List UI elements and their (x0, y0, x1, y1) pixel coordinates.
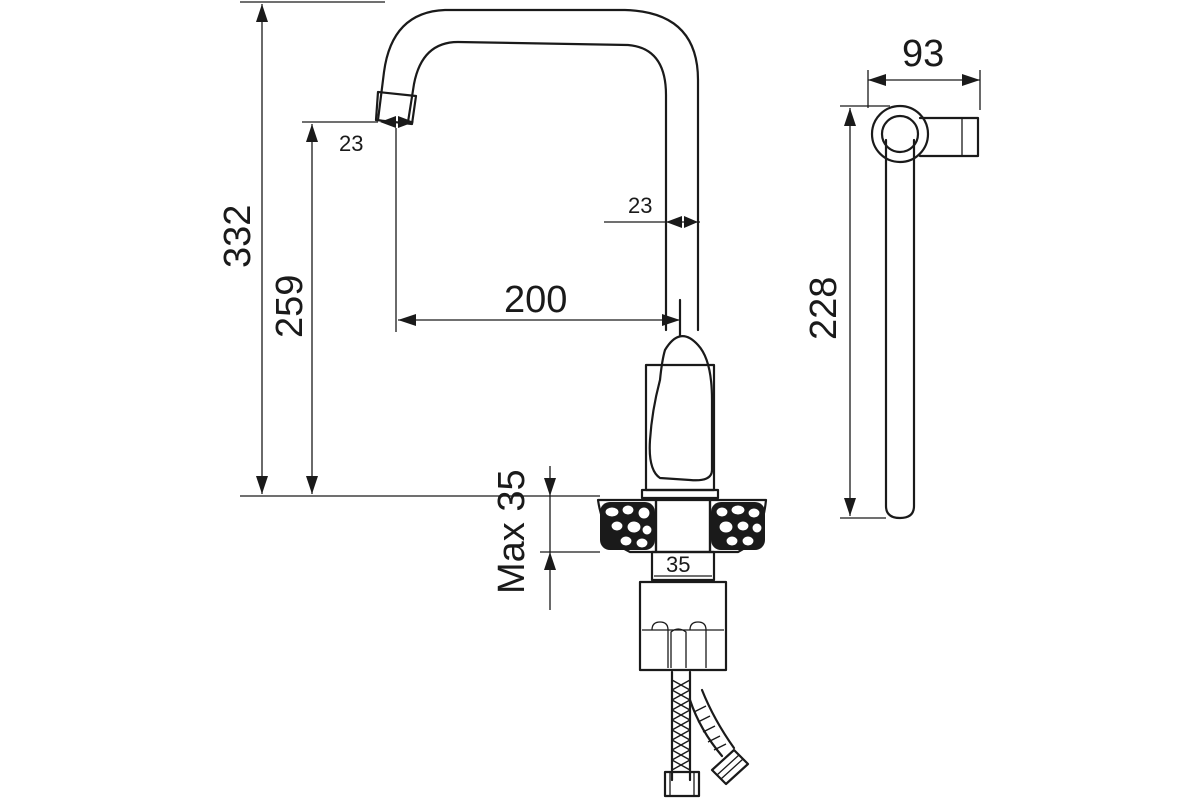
body-base (640, 488, 720, 500)
label-side-height: 228 (803, 277, 845, 340)
label-max-counter-thickness: Max 35 (491, 469, 533, 594)
label-spout-reach: 200 (504, 279, 567, 321)
countertop-texture-left (600, 502, 655, 550)
faucet-side-view (840, 70, 981, 520)
label-side-depth: 93 (902, 33, 944, 75)
mounting-nut (638, 580, 728, 672)
mounting-shank (654, 498, 712, 554)
side-spout-pipe (884, 138, 916, 520)
side-spout-ring-outer (870, 104, 930, 164)
side-spout-arm (918, 116, 980, 158)
faucet-front-view (374, 8, 768, 798)
spout-inner (406, 40, 668, 332)
label-mount-hole-diameter: 35 (666, 552, 690, 577)
nut-ribs (642, 621, 724, 668)
spout-outer (376, 8, 700, 332)
handle-lever (648, 298, 714, 482)
label-total-height: 332 (217, 205, 259, 268)
faucet-body (644, 363, 716, 492)
countertop-texture-right (711, 502, 765, 550)
label-spout-pipe-diameter: 23 (628, 193, 652, 218)
side-spout-ring-inner (880, 114, 920, 154)
dimension-lines (240, 1, 715, 610)
label-spout-height: 259 (269, 275, 311, 338)
label-spout-tip-diameter: 23 (339, 131, 363, 156)
supply-hoses (663, 670, 750, 798)
